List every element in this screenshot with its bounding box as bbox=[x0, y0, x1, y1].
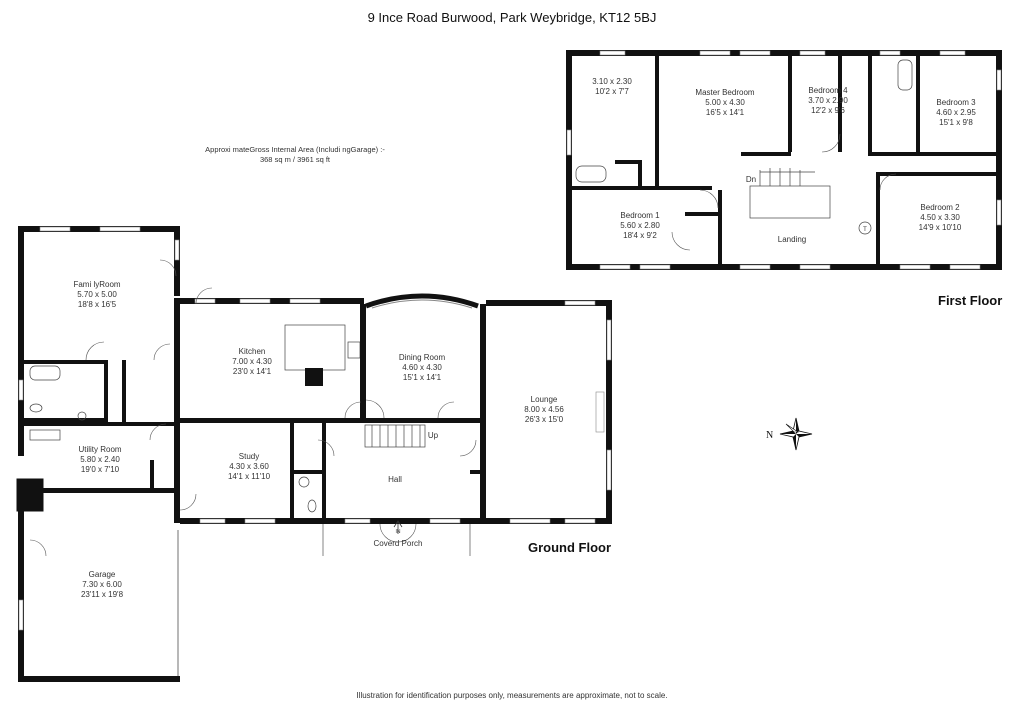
bedroom1-metric: 5.60 x 2.80 bbox=[620, 221, 660, 230]
lounge-name: Lounge bbox=[531, 395, 558, 404]
bedroom3-name: Bedroom 3 bbox=[936, 98, 976, 107]
study-name: Study bbox=[239, 452, 259, 461]
lounge-metric: 8.00 x 4.56 bbox=[524, 405, 564, 414]
bedroom1-imperial: 18'4 x 9'2 bbox=[623, 231, 657, 240]
ground-floor-plan bbox=[16, 226, 612, 682]
bedroom4-imperial: 12'2 x 9'6 bbox=[811, 106, 845, 115]
garage-imperial: 23'11 x 19'8 bbox=[81, 590, 124, 599]
family-room-metric: 5.70 x 5.00 bbox=[77, 290, 117, 299]
study-metric: 4.30 x 3.60 bbox=[229, 462, 269, 471]
tank-label: T bbox=[863, 227, 867, 233]
bedroom2-imperial: 14'9 x 10'10 bbox=[919, 223, 962, 232]
area-note-line1: Approxi mateGross Internal Area (Includi… bbox=[205, 145, 385, 154]
landing-name: Landing bbox=[778, 235, 806, 244]
property-title: 9 Ince Road Burwood, Park Weybridge, KT1… bbox=[368, 10, 657, 25]
kitchen-name: Kitchen bbox=[239, 347, 266, 356]
porch-name: Coverd Porch bbox=[374, 539, 423, 548]
study-imperial: 14'1 x 11'10 bbox=[228, 472, 271, 481]
bedroom3-metric: 4.60 x 2.95 bbox=[936, 108, 976, 117]
first-floor-plan bbox=[566, 50, 1002, 270]
utility-room-metric: 5.80 x 2.40 bbox=[80, 455, 120, 464]
ground-floor-heading: Ground Floor bbox=[528, 540, 611, 555]
hall-name: Hall bbox=[388, 475, 402, 484]
kitchen-metric: 7.00 x 4.30 bbox=[232, 357, 272, 366]
utility-room-name: Utility Room bbox=[78, 445, 121, 454]
master-bedroom-metric: 5.00 x 4.30 bbox=[705, 98, 745, 107]
dressing-imperial: 10'2 x 7'7 bbox=[595, 87, 629, 96]
garage-metric: 7.30 x 6.00 bbox=[82, 580, 122, 589]
bedroom2-name: Bedroom 2 bbox=[920, 203, 960, 212]
family-room-name: Fami lyRoom bbox=[73, 280, 120, 289]
family-room-imperial: 18'8 x 16'5 bbox=[78, 300, 117, 309]
master-bedroom-name: Master Bedroom bbox=[695, 88, 754, 97]
stairs-up-label: Up bbox=[428, 431, 439, 440]
dining-room-imperial: 15'1 x 14'1 bbox=[403, 373, 442, 382]
dining-room-metric: 4.60 x 4.30 bbox=[402, 363, 442, 372]
garage-name: Garage bbox=[89, 570, 116, 579]
stairs-down-label: Dn bbox=[746, 175, 756, 184]
bedroom2-metric: 4.50 x 3.30 bbox=[920, 213, 960, 222]
first-floor-heading: First Floor bbox=[938, 293, 1002, 308]
dressing-metric: 3.10 x 2.30 bbox=[592, 77, 632, 86]
disclaimer: Illustration for identification purposes… bbox=[356, 691, 667, 700]
bedroom1-name: Bedroom 1 bbox=[620, 211, 660, 220]
compass-north-label: N bbox=[766, 430, 773, 441]
bedroom4-metric: 3.70 x 2.90 bbox=[808, 96, 848, 105]
bedroom3-imperial: 15'1 x 9'8 bbox=[939, 118, 973, 127]
dining-room-name: Dining Room bbox=[399, 353, 446, 362]
area-note-line2: 368 sq m / 3961 sq ft bbox=[260, 155, 331, 164]
lounge-imperial: 26'3 x 15'0 bbox=[525, 415, 564, 424]
bedroom4-name: Bedroom 4 bbox=[808, 86, 848, 95]
entry-in-label: IN bbox=[396, 529, 401, 535]
master-bedroom-imperial: 16'5 x 14'1 bbox=[706, 108, 745, 117]
kitchen-imperial: 23'0 x 14'1 bbox=[233, 367, 272, 376]
utility-room-imperial: 19'0 x 7'10 bbox=[81, 465, 120, 474]
compass-rose-icon bbox=[779, 417, 813, 451]
